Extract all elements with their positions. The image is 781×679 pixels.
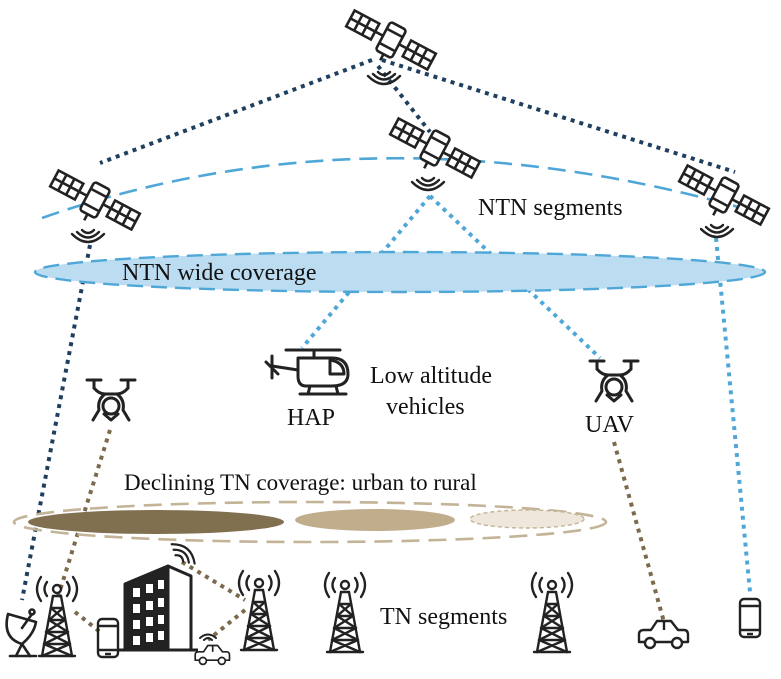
building-signal-icon — [170, 543, 196, 565]
tn-segments-label: TN segments — [380, 604, 507, 630]
drone-icon — [85, 378, 137, 422]
link-sat-phone — [714, 237, 752, 593]
ntn-coverage-ellipse — [33, 250, 767, 294]
car-icon — [194, 644, 231, 666]
ntn-segments-label: NTN segments — [478, 195, 623, 221]
ntn-wide-coverage-label: NTN wide coverage — [122, 260, 317, 286]
signal-icon — [699, 223, 735, 239]
low-altitude-label-line1: Low altitude — [370, 363, 492, 389]
car-icon — [637, 619, 690, 650]
uav-label: UAV — [585, 412, 635, 438]
link-tower-car — [206, 608, 247, 642]
low-altitude-label-line2: vehicles — [386, 394, 465, 420]
building-icon — [118, 564, 198, 652]
tn-coverage-outline — [12, 500, 608, 544]
drone-icon — [588, 359, 640, 403]
link-top-right — [381, 58, 736, 174]
signal-icon — [366, 70, 402, 86]
link-uav-car — [612, 441, 666, 623]
declining-tn-label: Declining TN coverage: urban to rural — [124, 470, 477, 495]
ntn-segment-arc — [41, 156, 767, 220]
tower-icon — [323, 571, 367, 654]
helicopter-icon — [264, 348, 350, 396]
tn-coverage-suburban — [295, 509, 455, 531]
signal-icon — [70, 228, 106, 244]
car-signal-icon — [199, 633, 217, 641]
tn-coverage-urban — [28, 510, 284, 534]
satellite-links — [20, 58, 736, 601]
link-sat-dish — [20, 244, 92, 601]
tn-coverage-rural — [469, 509, 585, 529]
phone-icon — [96, 617, 120, 659]
tower-icon — [35, 575, 79, 658]
hap-label: HAP — [287, 405, 335, 431]
link-top-left — [99, 58, 373, 165]
phone-icon — [738, 597, 762, 639]
link-building-tower — [180, 560, 247, 602]
signal-icon — [410, 176, 446, 192]
satellite-dish-icon — [5, 608, 38, 658]
satellite-icon — [338, 2, 441, 84]
link-tower-phone — [73, 610, 102, 634]
tn-links — [55, 429, 666, 642]
link-drone-tower — [55, 429, 112, 601]
tower-icon — [530, 571, 574, 654]
